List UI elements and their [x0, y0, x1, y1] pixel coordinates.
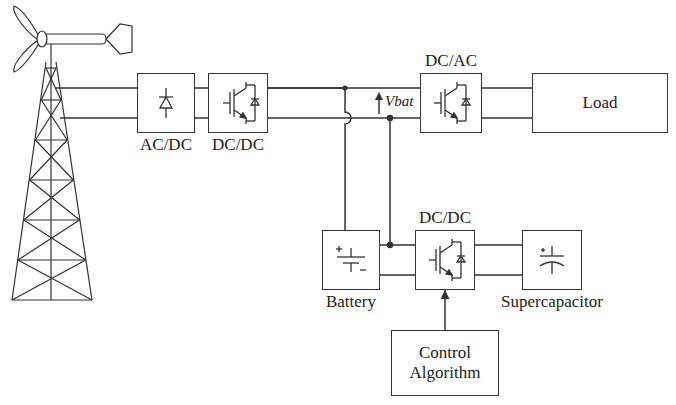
- igbt-symbol: [223, 82, 259, 124]
- component-label: Battery: [326, 292, 376, 312]
- diode-symbol: [159, 88, 173, 118]
- battery-symbol: [336, 246, 366, 272]
- converter-box: AC/DC: [137, 73, 195, 133]
- component-label: DC/DC: [212, 135, 264, 155]
- wire-connector: [195, 88, 208, 118]
- box-label: Control Algorithm: [392, 343, 498, 382]
- load-box: Load: [532, 73, 668, 133]
- component-label: DC/DC: [419, 208, 471, 228]
- component-label: Supercapacitor: [501, 292, 603, 312]
- wire-connector: [482, 88, 532, 118]
- tower-lattice: [12, 62, 92, 300]
- control-box: Control Algorithm: [391, 330, 499, 396]
- generator-wires: [56, 88, 137, 118]
- vbat-wire: [375, 92, 393, 248]
- component-label: AC/DC: [140, 135, 192, 155]
- wire-connector: [475, 245, 522, 275]
- igbt-symbol: [434, 82, 470, 124]
- component-label: DC/AC: [425, 51, 477, 71]
- wire-connector: [380, 245, 415, 275]
- signal-label: Vbat: [384, 93, 414, 110]
- turbine-rotor: [14, 6, 132, 72]
- battery-box: Battery: [322, 230, 380, 290]
- igbt-symbol: [429, 239, 465, 281]
- wire-connector: [268, 88, 420, 118]
- supercapacitor-symbol: [540, 246, 564, 274]
- converter-box: DC/DC: [415, 230, 475, 290]
- wire-connector: [441, 290, 450, 330]
- converter-box: DC/DC: [208, 73, 268, 133]
- box-label: Load: [583, 93, 618, 113]
- supercapacitor-box: Supercapacitor: [522, 230, 582, 290]
- wire-connector: [268, 86, 351, 231]
- converter-box: DC/AC: [420, 73, 482, 133]
